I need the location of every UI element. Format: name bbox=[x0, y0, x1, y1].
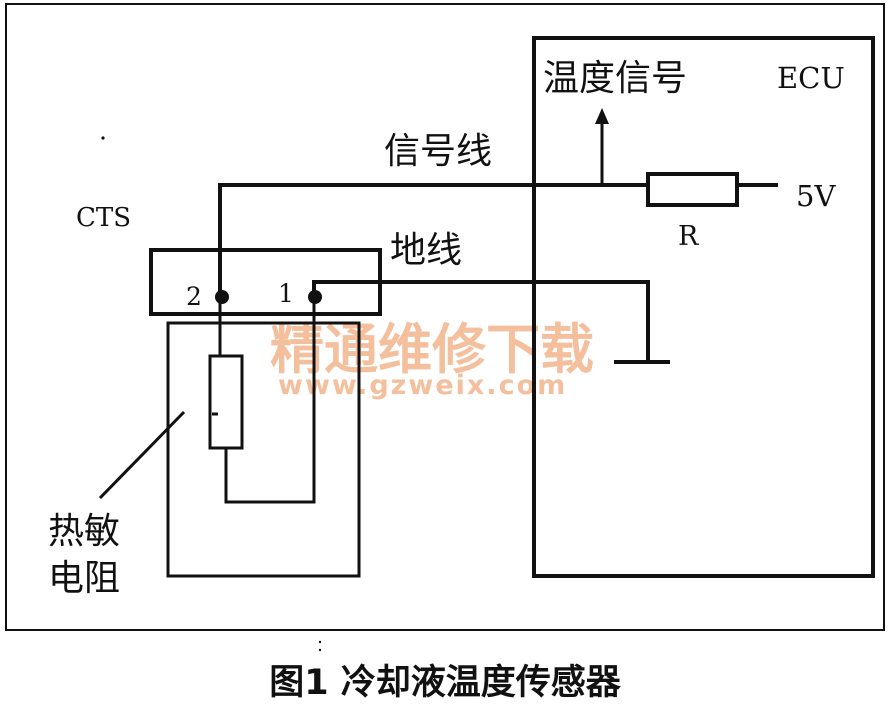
thermistor-leader-line bbox=[98, 410, 186, 500]
ground-wire bbox=[312, 280, 650, 362]
scan-speck bbox=[101, 136, 105, 140]
ecu-box bbox=[532, 36, 875, 578]
thermistor-element bbox=[208, 354, 244, 450]
thermistor-wire-return bbox=[224, 298, 316, 504]
cts-label: CTS bbox=[76, 203, 131, 233]
sensor-housing bbox=[166, 321, 361, 578]
ecu-label: ECU bbox=[777, 61, 845, 95]
pin-2-label: 2 bbox=[186, 282, 202, 311]
temp-signal-label: 温度信号 bbox=[543, 58, 687, 99]
resistor-r bbox=[646, 172, 739, 207]
temp-signal-arrow-icon bbox=[595, 108, 609, 124]
thermistor-label-line1: 热敏 bbox=[48, 511, 120, 552]
watermark-title: 精通维修下载 bbox=[270, 318, 594, 381]
figure-caption: 图1 冷却液温度传感器 bbox=[269, 663, 622, 703]
resistor-label: R bbox=[678, 221, 699, 252]
watermark-url: www.gzweix.com bbox=[278, 370, 567, 401]
pin-1-dot bbox=[308, 290, 322, 304]
ground-wire-label: 地线 bbox=[390, 230, 462, 271]
outer-frame bbox=[5, 3, 885, 631]
signal-wire-label: 信号线 bbox=[384, 131, 492, 172]
pin-1-label: 1 bbox=[278, 279, 294, 308]
scan-speck bbox=[318, 640, 322, 644]
scan-speck bbox=[318, 648, 322, 652]
thermistor-label-line2: 电阻 bbox=[48, 558, 120, 599]
supply-5v-label: 5V bbox=[796, 179, 836, 213]
pin-2-dot bbox=[215, 290, 229, 304]
